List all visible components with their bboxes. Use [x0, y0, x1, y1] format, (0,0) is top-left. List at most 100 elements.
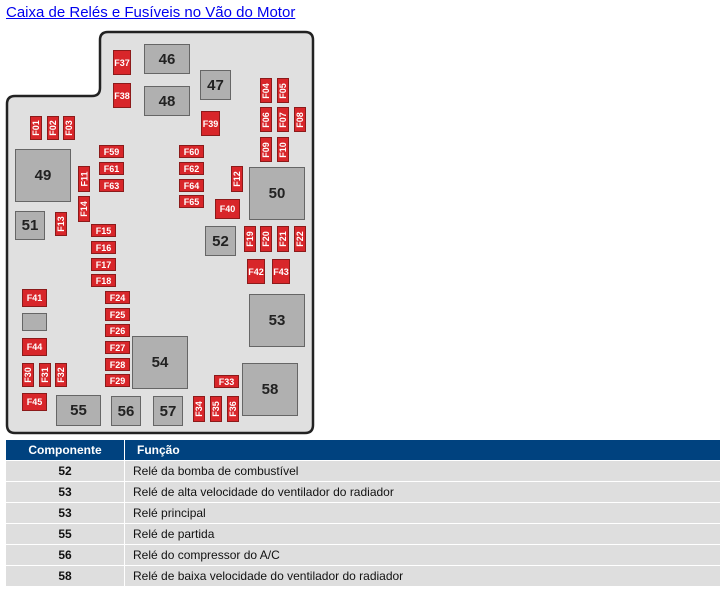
fuse-f27: F27: [105, 341, 130, 354]
fuse-f40: F40: [215, 199, 240, 219]
component-label: 47: [207, 76, 224, 94]
fuse-f08: F08: [294, 107, 306, 132]
component-label: F05: [278, 82, 289, 99]
component-label: F41: [26, 293, 43, 303]
component-label: F62: [183, 163, 200, 174]
relay-50: 50: [249, 167, 305, 220]
component-label: F59: [103, 146, 120, 157]
fuse-f31: F31: [39, 363, 51, 387]
component-label: F17: [95, 259, 112, 270]
component-label: F33: [218, 376, 235, 387]
relay-53: 53: [249, 294, 305, 347]
component-label: 49: [34, 167, 52, 184]
cell-function: Relé de partida: [124, 523, 720, 545]
component-label: F43: [273, 266, 289, 277]
component-label: F28: [109, 359, 126, 370]
component-label: F13: [56, 216, 67, 232]
component-label: F26: [109, 325, 126, 336]
component-label: F07: [278, 111, 289, 128]
fuse-f09: F09: [260, 137, 272, 162]
relay-48: 48: [144, 86, 190, 116]
fuse-f42: F42: [247, 259, 265, 284]
component-label: F22: [295, 231, 306, 247]
component-label: F25: [109, 309, 126, 320]
fuse-f64: F64: [179, 179, 204, 192]
relay-51: 51: [15, 211, 45, 240]
title-link[interactable]: Caixa de Relés e Fusíveis no Vão do Moto…: [6, 4, 296, 21]
component-label: F14: [79, 201, 90, 217]
relay-49: 49: [15, 149, 71, 202]
component-label: F24: [109, 292, 126, 303]
cell-function: Relé de baixa velocidade do ventilador d…: [124, 565, 720, 586]
fuse-f24: F24: [105, 291, 130, 304]
component-label: 53: [268, 312, 286, 329]
component-label: F02: [48, 120, 59, 136]
component-label: F16: [95, 242, 112, 253]
fuse-f41: F41: [22, 289, 47, 307]
component-label: F38: [114, 90, 130, 101]
fuse-f20: F20: [260, 226, 272, 252]
component-label: F32: [56, 367, 67, 383]
component-label: 58: [261, 381, 279, 398]
relay-47: 47: [200, 70, 231, 100]
cell-component: 58: [6, 565, 125, 586]
fuse-f21: F21: [277, 226, 289, 252]
component-label: F03: [64, 120, 75, 136]
fuse-f45: F45: [22, 393, 47, 411]
fuse-f36: F36: [227, 396, 239, 422]
component-label: 54: [151, 354, 169, 371]
fuse-f38: F38: [113, 83, 131, 108]
fuse-f25: F25: [105, 308, 130, 321]
cell-component: 55: [6, 523, 125, 545]
fuse-f43: F43: [272, 259, 290, 284]
component-label: F45: [26, 397, 43, 407]
component-label: F11: [79, 171, 90, 187]
component-label: 57: [159, 402, 177, 420]
fuse-f22: F22: [294, 226, 306, 252]
component-label: F18: [95, 275, 112, 286]
fuse-f16: F16: [91, 241, 116, 254]
component-label: F19: [245, 231, 256, 247]
relay-57: 57: [153, 396, 183, 426]
component-label: F63: [103, 180, 120, 191]
fuse-f02: F02: [47, 116, 59, 140]
fuse-f39: F39: [201, 111, 220, 136]
fuse-f10: F10: [277, 137, 289, 162]
fuse-f15: F15: [91, 224, 116, 237]
fuse-f34: F34: [193, 396, 205, 422]
component-label: F36: [228, 401, 239, 417]
cell-component: 56: [6, 544, 125, 566]
component-label: F01: [31, 120, 42, 136]
component-label: F21: [278, 231, 289, 247]
fuse-f32: F32: [55, 363, 67, 387]
relay-55: 55: [56, 395, 101, 426]
fuse-f44: F44: [22, 338, 47, 356]
fuse-f28: F28: [105, 358, 130, 371]
component-label: F65: [183, 196, 200, 207]
component-label: 48: [158, 92, 176, 110]
component-label: F44: [26, 342, 43, 352]
relay-52: 52: [205, 226, 236, 256]
relay-54: 54: [132, 336, 188, 389]
component-label: F64: [183, 180, 200, 191]
component-label: F39: [202, 118, 219, 129]
component-label: 56: [117, 402, 135, 420]
fuse-f01: F01: [30, 116, 42, 140]
component-label: F04: [261, 82, 272, 99]
component-label: F06: [261, 111, 272, 128]
fuse-f61: F61: [99, 162, 124, 175]
component-label: F12: [232, 171, 243, 187]
fuse-f17: F17: [91, 258, 116, 271]
fuse-f12: F12: [231, 166, 243, 192]
fuse-f18: F18: [91, 274, 116, 287]
relay-56: 56: [111, 396, 141, 426]
component-label: F08: [295, 111, 306, 128]
fuse-f07: F07: [277, 107, 289, 132]
col-header: Função: [124, 440, 720, 461]
